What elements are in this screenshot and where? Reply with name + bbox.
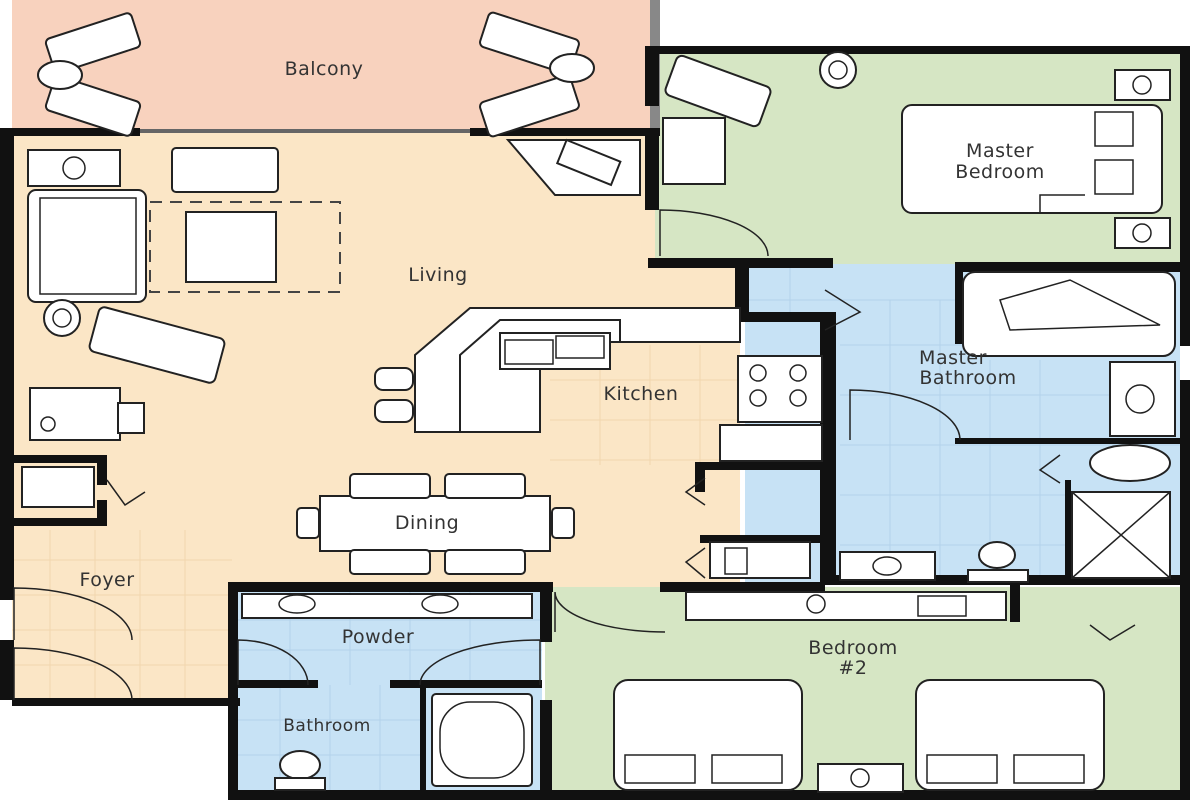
dining-table-icon [296,473,575,575]
living-label: Living [408,264,468,286]
kitchen-tiles [550,345,740,465]
shower-icon [1071,444,1171,579]
armchair-icon [88,147,279,384]
powder-sink-icon [241,593,533,619]
bedroom2-dresser-icon [685,591,1007,793]
bath-door-2 [1038,454,1061,484]
bedroom2-label-line2: #2 [838,657,867,679]
master-bathroom-label-line2: Bathroom [919,367,1016,389]
powder-door-icon [237,639,309,686]
bedroom2-label-line1: Bedroom [808,637,897,659]
foyer-label: Foyer [79,569,134,591]
entry-door-icon [13,647,133,701]
tv-cabinet-icon [505,138,641,196]
powder-label: Powder [342,626,415,648]
dining-label: Dining [395,512,459,534]
twin-bed-icon [613,679,1105,791]
toilet-icon [839,541,1029,583]
balcony-table-icon [37,53,595,90]
dresser-icon [662,117,726,185]
nightstand-icon [1114,69,1171,249]
bathroom-label: Bathroom [283,716,371,736]
bath-closet-door [824,289,862,331]
sofa-icon [27,189,147,303]
desk-icon [29,387,145,441]
master-bedroom-label-line2: Bedroom [955,161,1044,183]
fridge-icon [719,424,823,462]
powder-door-2 [419,639,541,686]
bedroom2-door-icon [554,591,666,633]
tub-icon [431,693,533,787]
master-bedroom-label-line1: Master [966,140,1034,162]
master-bed-icon [901,104,1163,214]
master-bathroom-label-line1: Master [919,347,987,369]
sink-icon [1109,361,1176,437]
foyer-floor [12,530,232,705]
bedroom-door-icon [659,209,769,257]
bathtub-icon [962,271,1176,357]
coffee-table-icon [185,211,277,283]
lamp-table-icon [27,149,121,337]
closet-door-icon [13,587,133,641]
stove-icon [737,355,823,423]
kitchen-counter-icon [414,307,741,433]
bar-stool-icon [374,367,414,423]
foyer-tiles [12,530,232,705]
foyer-closet-icon [21,466,146,508]
bath-door-icon [849,389,961,441]
bedroom2-closet-door [1089,624,1136,641]
bedroom-chair-icon [664,51,857,128]
bathroom-toilet-icon [274,750,326,791]
washer-icon [684,477,811,579]
kitchen-label: Kitchen [604,383,679,405]
balcony-label: Balcony [285,58,364,80]
balcony-chair-icon [44,11,580,138]
